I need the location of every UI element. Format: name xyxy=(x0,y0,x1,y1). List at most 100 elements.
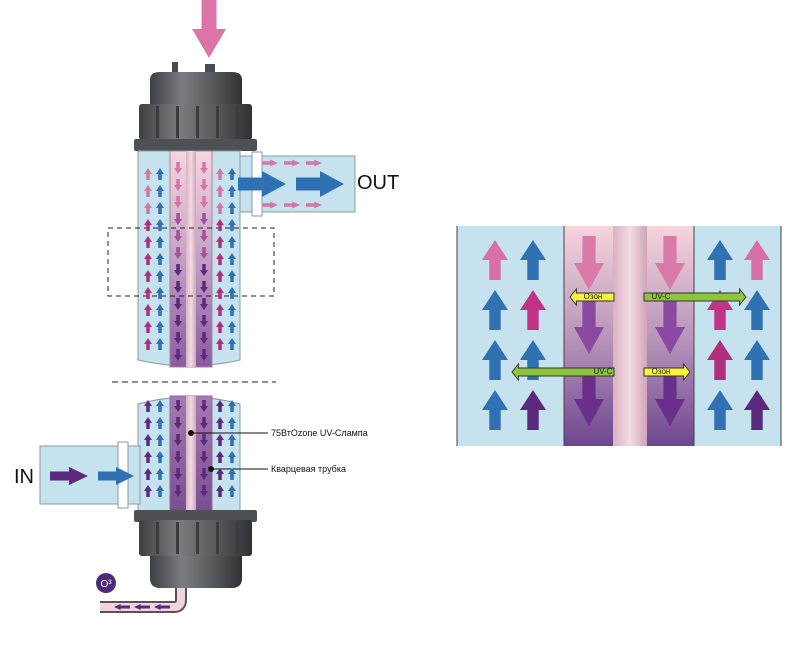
upper-quartz-arrow-8-0 xyxy=(174,298,182,310)
upper-quartz-arrow-5-0 xyxy=(174,247,182,259)
upper-water-arrow-5-3 xyxy=(228,253,236,265)
uvc-tag-1-label: UV-C xyxy=(651,292,671,301)
upper-water-arrow-4-1 xyxy=(156,236,164,248)
lower-water-arrow-0-3 xyxy=(228,400,236,412)
upper-water-arrow-2-1 xyxy=(156,202,164,214)
upper-water-arrow-8-3 xyxy=(228,304,236,316)
cap-fitting-right xyxy=(205,64,215,74)
detail-water-arrow-1-2 xyxy=(520,340,546,380)
detail-water-arrow-3-2 xyxy=(744,340,770,380)
bottom-collar-rib-2 xyxy=(196,522,199,554)
lower-quartz-arrow-3-1 xyxy=(200,451,208,463)
detail-quartz-arrow-0-1 xyxy=(574,300,604,354)
detail-quartz-arrow-0-0 xyxy=(574,236,604,290)
upper-quartz-arrow-1-1 xyxy=(200,179,208,191)
detail-water-arrow-0-3 xyxy=(482,390,508,430)
detail-water-arrow-3-0 xyxy=(744,240,770,280)
detail-water-arrow-1-1 xyxy=(520,290,546,330)
upper-quartz-arrow-10-1 xyxy=(200,332,208,344)
lower-quartz-arrow-4-1 xyxy=(200,468,208,480)
top-cap xyxy=(150,72,242,106)
detail-quartz-arrow-1-2 xyxy=(655,372,685,426)
upper-water-arrow-5-2 xyxy=(216,253,224,265)
lower-water-arrow-1-0 xyxy=(144,417,152,429)
detail-water-arrow-0-0 xyxy=(482,240,508,280)
upper-water-arrow-9-2 xyxy=(216,321,224,333)
lower-quartz-arrow-5-0 xyxy=(174,485,182,497)
lower-quartz-arrow-1-1 xyxy=(200,417,208,429)
lower-quartz-arrow-1-0 xyxy=(174,417,182,429)
collar-rib-4 xyxy=(236,106,239,138)
upper-water-arrow-9-3 xyxy=(228,321,236,333)
lower-water-arrow-3-2 xyxy=(216,451,224,463)
lower-quartz-arrow-0-1 xyxy=(200,400,208,412)
in-label: IN xyxy=(14,466,34,488)
lower-water-arrow-5-0 xyxy=(144,485,152,497)
ozone-feed-arrow-2 xyxy=(114,604,130,610)
upper-water-arrow-4-3 xyxy=(228,236,236,248)
outlet-flow-arrow-1 xyxy=(238,171,286,197)
upper-quartz-arrow-6-1 xyxy=(200,264,208,276)
detail-quartz-arrow-1-0 xyxy=(655,236,685,290)
lower-water-arrow-5-2 xyxy=(216,485,224,497)
lamp-label: 75ВтOzone UV-Cлампа xyxy=(271,428,368,438)
top-collar xyxy=(139,104,252,140)
upper-water-arrow-7-3 xyxy=(228,287,236,299)
upper-quartz-arrow-7-0 xyxy=(174,281,182,293)
upper-water-arrow-10-3 xyxy=(228,338,236,350)
lower-quartz-arrow-3-0 xyxy=(174,451,182,463)
detail-water-arrow-3-3 xyxy=(744,390,770,430)
upper-water-arrow-10-1 xyxy=(156,338,164,350)
bottom-flange xyxy=(134,510,257,522)
upper-quartz-arrow-1-0 xyxy=(174,179,182,191)
ozone-tag-2 xyxy=(643,362,691,382)
upper-water-arrow-1-2 xyxy=(216,185,224,197)
detail-water-arrow-0-1 xyxy=(482,290,508,330)
upper-water-arrow-9-0 xyxy=(144,321,152,333)
lower-quartz-arrow-5-1 xyxy=(200,485,208,497)
upper-water-arrow-3-2 xyxy=(216,219,224,231)
lower-water-arrow-0-0 xyxy=(144,400,152,412)
upper-water-arrow-1-1 xyxy=(156,185,164,197)
outlet-small-arrow-3 xyxy=(262,201,278,209)
outlet-small-arrow-0 xyxy=(262,159,278,167)
upper-water-arrow-9-1 xyxy=(156,321,164,333)
upper-water-arrow-3-1 xyxy=(156,219,164,231)
upper-quartz-arrow-7-1 xyxy=(200,281,208,293)
upper-water-arrow-1-3 xyxy=(228,185,236,197)
lower-water-arrow-4-0 xyxy=(144,468,152,480)
lower-water-arrow-5-1 xyxy=(156,485,164,497)
uvc-tag-2 xyxy=(511,362,615,382)
upper-quartz-arrow-9-1 xyxy=(200,315,208,327)
upper-quartz-arrow-4-1 xyxy=(200,230,208,242)
lower-water-arrow-2-1 xyxy=(156,434,164,446)
upper-water-arrow-7-2 xyxy=(216,287,224,299)
lower-water-arrow-3-1 xyxy=(156,451,164,463)
outlet-small-arrow-4 xyxy=(284,201,300,209)
uv-lamp-core-upper xyxy=(186,151,196,367)
lower-water-arrow-3-3 xyxy=(228,451,236,463)
detail-water-arrow-1-3 xyxy=(520,390,546,430)
upper-water-arrow-7-1 xyxy=(156,287,164,299)
ozone-feed-arrow-1 xyxy=(134,604,150,610)
upper-water-arrow-4-0 xyxy=(144,236,152,248)
outlet-small-arrow-1 xyxy=(284,159,300,167)
lower-water-arrow-2-2 xyxy=(216,434,224,446)
upper-water-arrow-3-0 xyxy=(144,219,152,231)
upper-quartz-arrow-5-1 xyxy=(200,247,208,259)
lower-water-arrow-0-1 xyxy=(156,400,164,412)
quartz-leader-dot xyxy=(208,466,214,472)
lower-water-arrow-4-1 xyxy=(156,468,164,480)
detail-quartz-arrow-0-2 xyxy=(574,372,604,426)
collar-rib-1 xyxy=(176,106,179,138)
upper-quartz-arrow-3-1 xyxy=(200,213,208,225)
bottom-collar-rib-3 xyxy=(216,522,219,554)
bottom-collar-rib-0 xyxy=(156,522,159,554)
lower-water-arrow-1-1 xyxy=(156,417,164,429)
upper-quartz-arrow-3-0 xyxy=(174,213,182,225)
bottom-cap xyxy=(150,556,242,588)
upper-quartz-arrow-2-1 xyxy=(200,196,208,208)
ozone-badge xyxy=(96,573,116,593)
upper-water-arrow-6-0 xyxy=(144,270,152,282)
quartz-tube-label: Кварцевая трубка xyxy=(271,464,346,474)
